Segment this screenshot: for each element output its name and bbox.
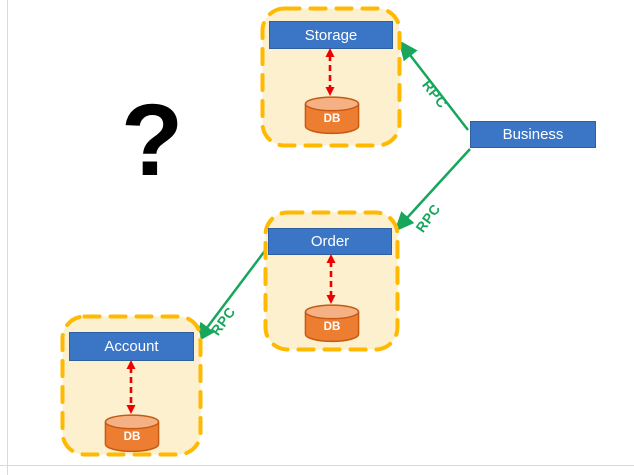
rpc-label-business-order: RPC bbox=[412, 200, 444, 236]
question-mark: ? bbox=[120, 83, 184, 197]
service-group-account: Account DB bbox=[60, 314, 203, 457]
service-node-label: Storage bbox=[304, 26, 358, 44]
service-node-storage: Storage bbox=[269, 21, 393, 49]
rpc-label-business-storage: RPC bbox=[419, 76, 451, 112]
service-node-order: Order bbox=[268, 228, 392, 255]
database-icon: DB bbox=[304, 304, 360, 343]
db-sync-arrow bbox=[325, 48, 335, 96]
service-group-storage: Storage DB bbox=[260, 6, 402, 148]
database-label: DB bbox=[324, 320, 341, 333]
service-node-account: Account bbox=[69, 332, 194, 361]
database-label: DB bbox=[124, 430, 141, 443]
db-sync-arrow bbox=[326, 254, 336, 304]
service-node-business: Business bbox=[470, 121, 596, 148]
slide-border-left bbox=[7, 0, 8, 475]
service-group-order: Order DB bbox=[263, 210, 400, 352]
database-icon: DB bbox=[104, 414, 160, 453]
database-label: DB bbox=[324, 112, 341, 125]
database-icon: DB bbox=[304, 96, 360, 135]
slide-border-bottom bbox=[0, 465, 634, 466]
service-node-label: Account bbox=[104, 338, 159, 355]
rpc-label-order-account: RPC bbox=[207, 303, 239, 339]
db-sync-arrow bbox=[126, 360, 136, 414]
service-node-label: Business bbox=[502, 126, 564, 143]
service-node-label: Order bbox=[310, 233, 350, 250]
